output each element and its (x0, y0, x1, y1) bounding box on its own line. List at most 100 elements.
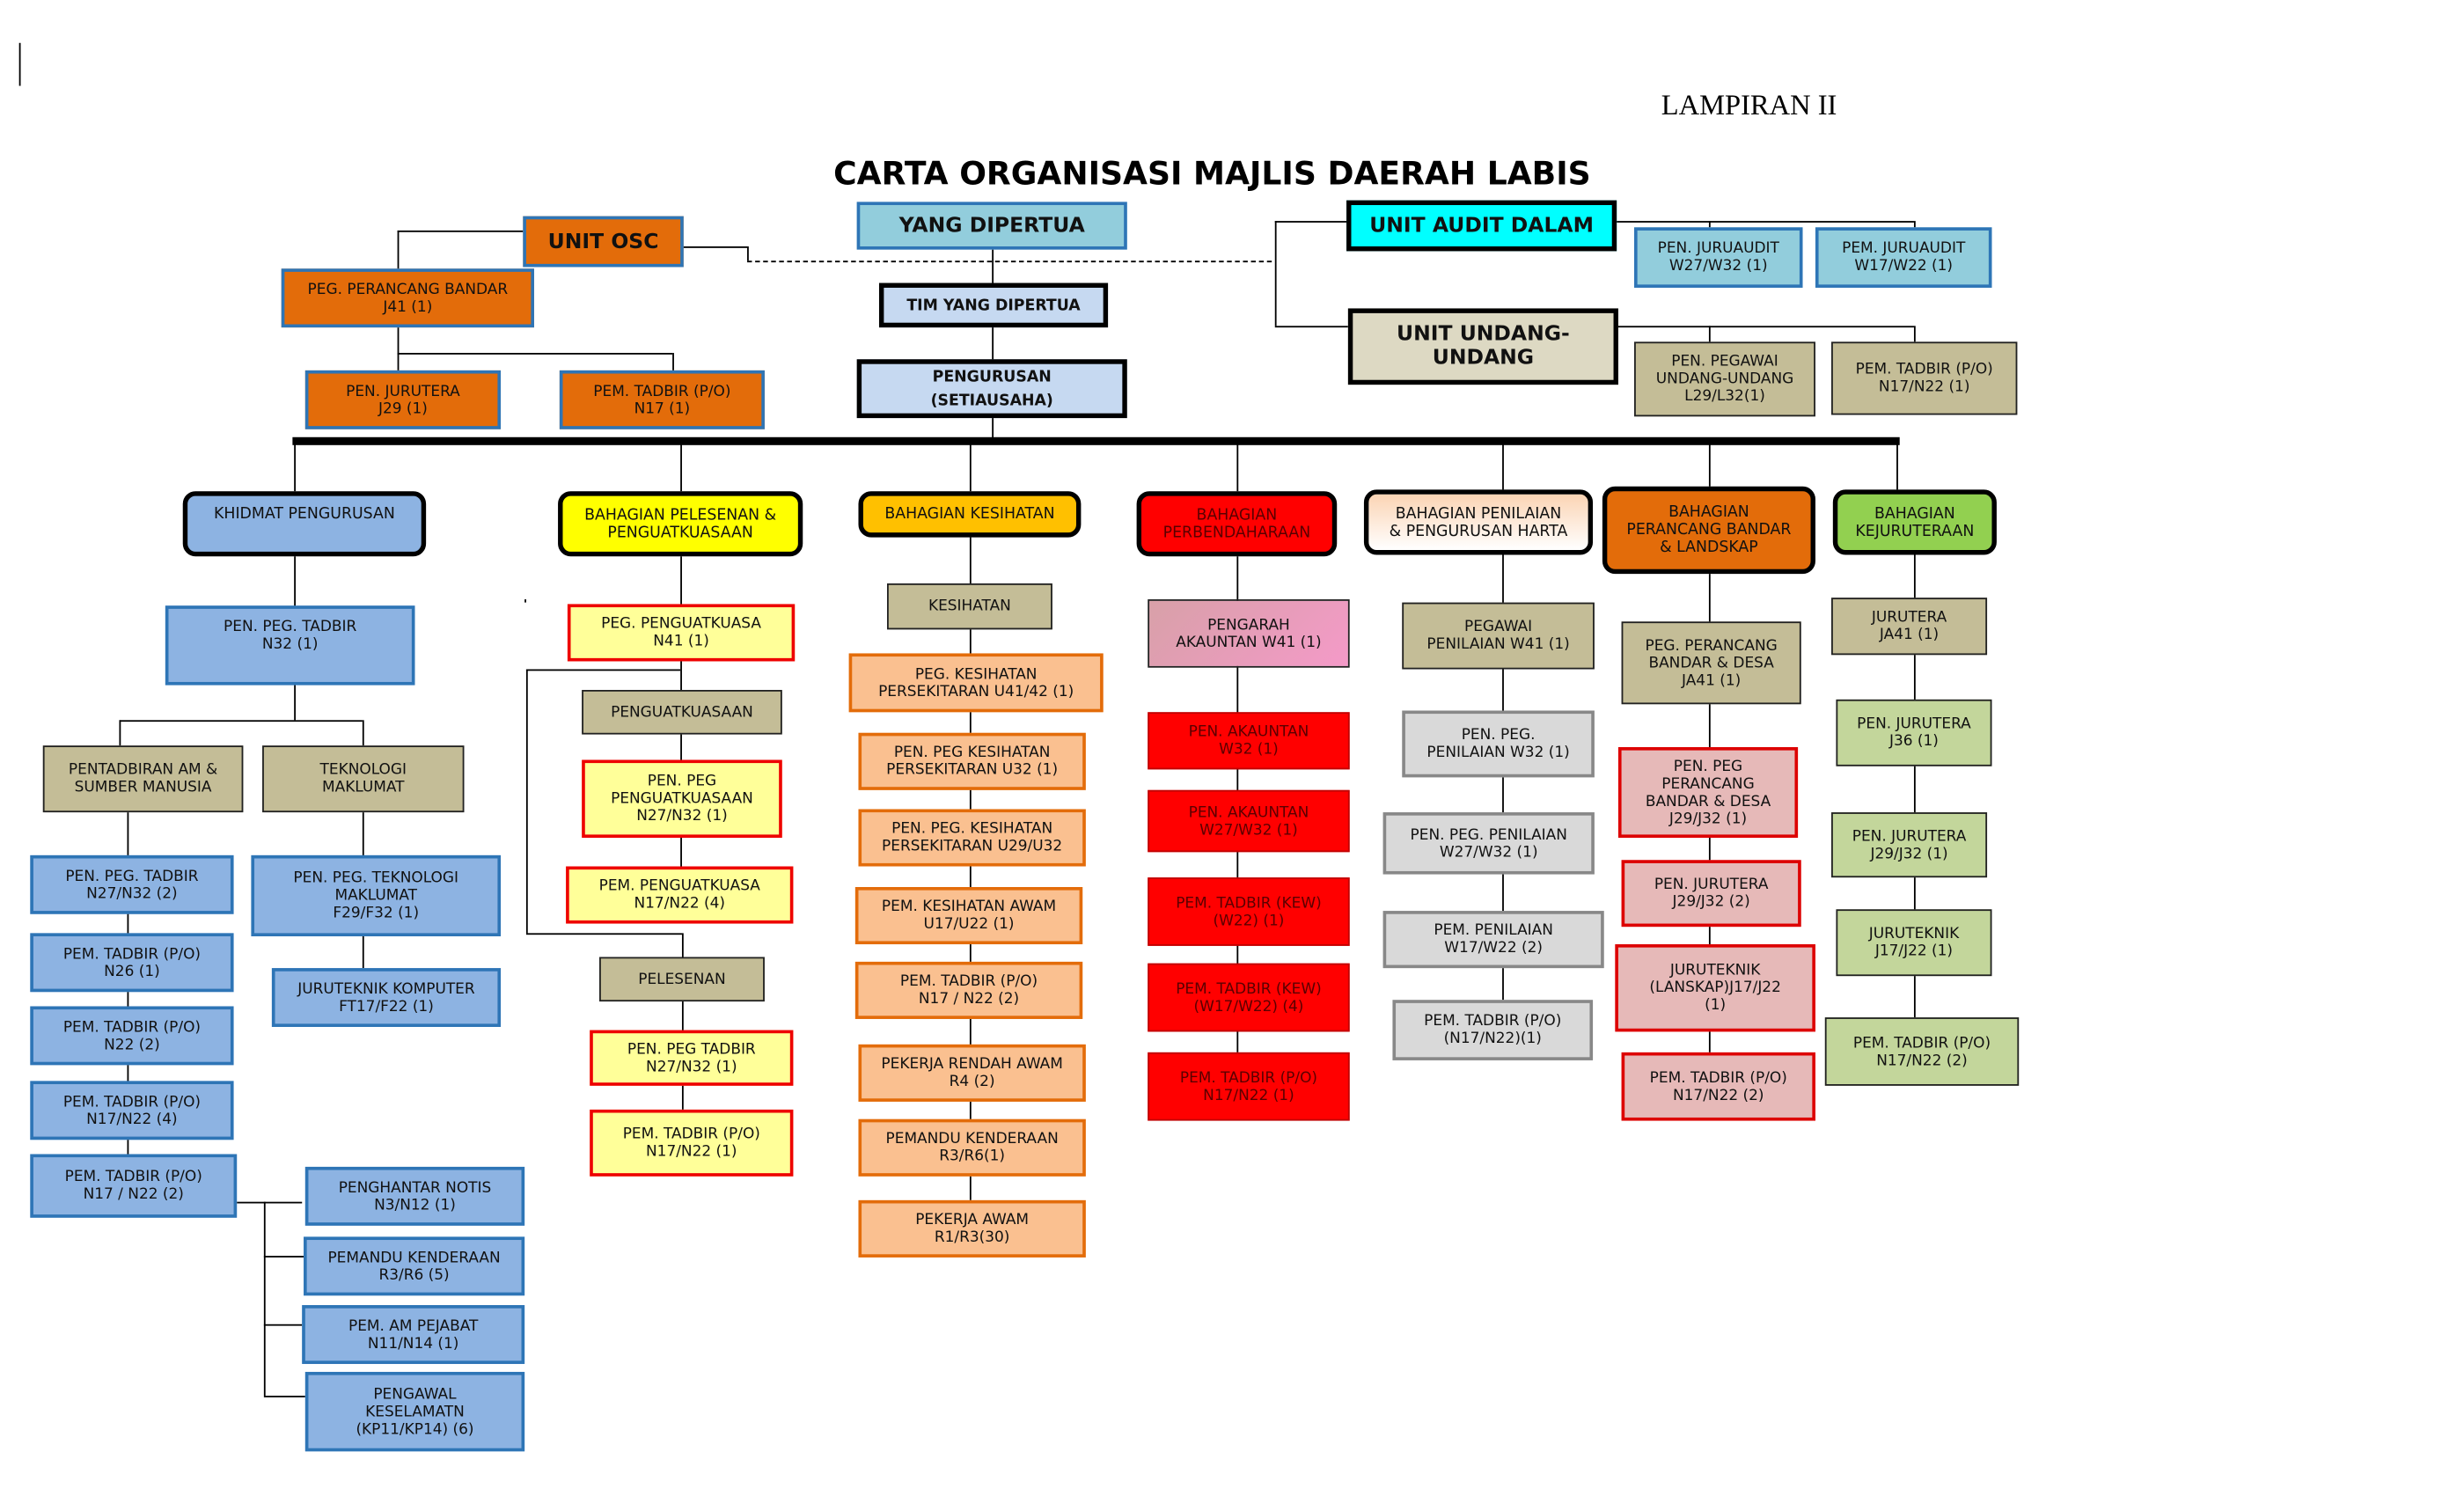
position-box: PELESENAN (599, 957, 765, 1002)
unit-osc-box: UNIT OSC (523, 216, 684, 268)
position-box: PEKERJA AWAM R1/R3(30) (858, 1199, 1086, 1258)
position-box: PEN. PEG TADBIR N27/N32 (1) (590, 1030, 794, 1086)
department-khidmat-pengurusan: KHIDMAT PENGURUSAN (182, 491, 427, 557)
connector-line (1502, 443, 1505, 490)
position-box: PEMANDU KENDERAAN R3/R6 (5) (304, 1236, 525, 1296)
dotted-connector (747, 260, 1272, 263)
position-box: PEM. TADBIR (P/O) N17/N22 (2) (1824, 1017, 2020, 1086)
position-box: PEM. TADBIR (P/O) N22 (2) (30, 1006, 234, 1066)
connector-line (525, 669, 529, 934)
position-box: PENGARAH AKAUNTAN W41 (1) (1148, 599, 1350, 668)
position-box: PEGAWAI PENILAIAN W41 (1) (1402, 602, 1595, 670)
connector-line (397, 353, 400, 370)
position-box: PEM. TADBIR (P/O) N17 / N22 (2) (854, 961, 1083, 1019)
connector-line (992, 249, 994, 439)
position-box: PEN. AKAUNTAN W27/W32 (1) (1148, 789, 1350, 853)
connector-line (683, 246, 748, 249)
position-box: PEG. PENGUATKUASA N41 (1) (567, 604, 796, 662)
connector-line (1274, 221, 1347, 224)
position-box: PEG. PERANCANG BANDAR & DESA JA41 (1) (1621, 621, 1801, 705)
connector-line (237, 1201, 303, 1205)
connector-line (1708, 221, 1712, 228)
position-box: PEKERJA RENDAH AWAM R4 (2) (858, 1044, 1086, 1102)
position-box: PEM. TADBIR (P/O) N17/N22 (4) (30, 1081, 234, 1140)
position-box: PENTADBIRAN AM & SUMBER MANUSIA (42, 745, 244, 813)
position-box: PEN. PEG PERANCANG BANDAR & DESA J29/J32… (1617, 747, 1799, 838)
position-box: PEN. JURUTERA J36 (1) (1836, 699, 1992, 766)
position-box: PEG. PERANCANG BANDAR J41 (1) (281, 268, 534, 328)
connector-line (362, 720, 365, 746)
stray-dot (524, 599, 526, 603)
position-box: PEM. KESIHATAN AWAM U17/U22 (1) (854, 886, 1083, 945)
position-box: PEM. AM PEJABAT N11/N14 (1) (302, 1305, 525, 1364)
connector-line (525, 933, 682, 935)
connector-line (1896, 443, 1899, 490)
unit-audit-dalam-box: UNIT AUDIT DALAM (1346, 200, 1617, 252)
connector-line (1617, 326, 1914, 328)
position-box: PEN. PEG KESIHATAN PERSEKITARAN U32 (1) (858, 732, 1086, 790)
connector-line (1708, 443, 1712, 487)
position-box: PEM. PENILAIAN W17/W22 (2) (1382, 911, 1604, 969)
position-box: PEN. JURUTERA J29 (1) (304, 370, 502, 429)
connector-line (397, 353, 673, 356)
connector-line (1708, 326, 1712, 342)
main-horizontal-bar (292, 436, 1900, 445)
connector-line (119, 720, 363, 722)
position-box: JURUTERA JA41 (1) (1831, 598, 1988, 656)
tim-yang-dipertua-box: TIM YANG DIPERTUA (878, 282, 1109, 328)
position-box: PEN. PEG. KESIHATAN PERSEKITARAN U29/U32 (858, 809, 1086, 867)
connector-line (263, 1256, 304, 1258)
position-box: PEM. TADBIR (P/O) N17/N22 (2) (1621, 1052, 1815, 1121)
connector-line (747, 246, 750, 261)
position-box: PEM. PENGUATKUASA N17/N22 (4) (566, 866, 794, 924)
department-pelesenan-penguatkuasaan: BAHAGIAN PELESENAN & PENGUATKUASAAN (558, 491, 803, 557)
text-cursor (18, 42, 21, 86)
connector-line (397, 230, 524, 233)
position-box: PEN. PEG. TADBIR N27/N32 (2) (30, 854, 234, 914)
position-box: PEM. TADBIR (P/O) N17/N22 (1) (590, 1109, 794, 1177)
department-perbendaharaan: BAHAGIAN PERBENDAHARAAN (1136, 491, 1338, 557)
connector-line (119, 720, 121, 746)
connector-line (397, 327, 400, 354)
position-box: KESIHATAN (886, 583, 1052, 630)
appendix-label: LAMPIRAN II (1661, 89, 1837, 121)
connector-line (1913, 221, 1917, 228)
connector-line (263, 1396, 305, 1398)
connector-line (397, 230, 400, 269)
position-box: PEN. PEG. TADBIR N32 (1) (165, 605, 415, 686)
department-kejuruteraan: BAHAGIAN KEJURUTERAAN (1832, 489, 1997, 555)
connector-line (1617, 221, 1914, 224)
connector-line (1913, 326, 1917, 342)
connector-line (1502, 554, 1505, 1001)
connector-line (294, 443, 297, 492)
connector-line (969, 443, 972, 492)
connector-line (969, 537, 972, 1200)
chart-title: CARTA ORGANISASI MAJLIS DAERAH LABIS (833, 154, 1591, 193)
connector-line (672, 353, 675, 370)
position-box: TEKNOLOGI MAKLUMAT (262, 745, 465, 813)
position-box: PEN. PEG. PENILAIAN W27/W32 (1) (1382, 812, 1595, 875)
position-box: PEN. PEGAWAI UNDANG-UNDANG L29/L32(1) (1634, 341, 1815, 417)
unit-undang-undang-box: UNIT UNDANG- UNDANG (1347, 308, 1618, 385)
connector-line (525, 669, 681, 671)
position-box: PENGAWAL KESELAMATN (KP11/KP14) (6) (304, 1371, 525, 1452)
position-box: PEM. TADBIR (P/O) N17 (1) (559, 370, 765, 429)
position-box: PEM. TADBIR (P/O) N17/N22 (1) (1148, 1052, 1350, 1121)
department-kesihatan: BAHAGIAN KESIHATAN (858, 491, 1082, 538)
position-box: PEMANDU KENDERAAN R3/R6(1) (858, 1118, 1086, 1177)
position-box: PEN. PEG. PENILAIAN W32 (1) (1402, 710, 1595, 778)
connector-line (680, 443, 683, 492)
position-box: PEN. JURUTERA J29/J32 (1) (1831, 812, 1988, 878)
position-box: PEM. TADBIR (P/O) N17/N22 (1) (1831, 341, 2018, 415)
department-perancang-bandar: BAHAGIAN PERANCANG BANDAR & LANDSKAP (1602, 486, 1815, 575)
position-box: PEG. KESIHATAN PERSEKITARAN U41/42 (1) (848, 653, 1104, 713)
connector-line (1913, 554, 1917, 1018)
connector-line (1236, 443, 1239, 492)
connector-line (1274, 221, 1278, 326)
position-box: PEM. TADBIR (P/O) (N17/N22)(1) (1392, 1000, 1594, 1060)
position-box: PEM. TADBIR (KEW) (W22) (1) (1148, 877, 1350, 946)
position-box: PEN. JURUAUDIT W27/W32 (1) (1634, 227, 1803, 288)
yang-dipertua-box: YANG DIPERTUA (856, 202, 1127, 250)
position-box: PEN. AKAUNTAN W32 (1) (1148, 712, 1350, 770)
